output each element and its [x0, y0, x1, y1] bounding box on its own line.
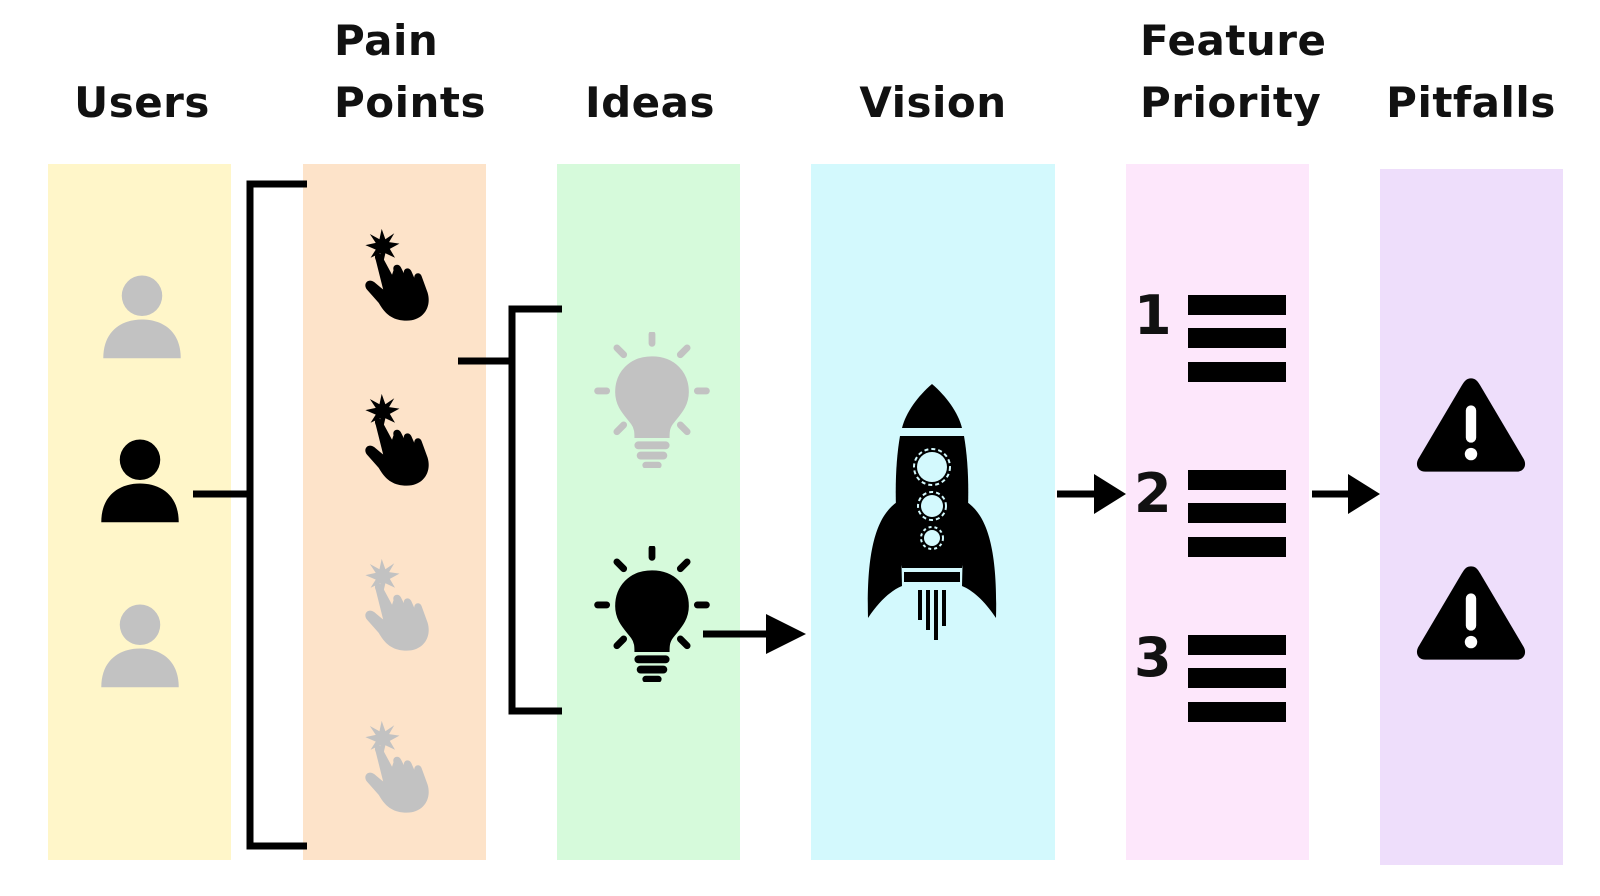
rocket-icon [867, 384, 997, 640]
idea-to-vision-arrow [703, 614, 806, 654]
users-pain-bracket [193, 180, 307, 850]
pain-point-icon-active-1 [365, 228, 429, 321]
user-icon-inactive-2 [101, 604, 179, 688]
priority-number-2: 2 [1134, 462, 1172, 525]
user-icon-inactive-1 [103, 275, 181, 359]
pain-ideas-bracket [458, 305, 562, 715]
pain-point-icon-inactive-2 [365, 720, 429, 813]
warning-icon-2 [1416, 566, 1526, 660]
pain-point-icon-inactive-1 [365, 558, 429, 651]
idea-bulb-icon-inactive [598, 334, 707, 468]
priority-list-icon-2 [1188, 470, 1286, 557]
priority-number-3: 3 [1134, 626, 1172, 689]
pain-point-icon-active-2 [365, 393, 429, 486]
priority-list-icon-1 [1188, 295, 1286, 382]
users-label: Users [74, 78, 210, 127]
pitfalls-column [1380, 169, 1563, 865]
pitfalls-label: Pitfalls [1386, 78, 1556, 127]
priority-number-1: 1 [1134, 284, 1172, 347]
ideas-label: Ideas [584, 78, 716, 127]
idea-bulb-icon-active [598, 548, 707, 682]
priority-list-icon-3 [1188, 635, 1286, 722]
vision-label: Vision [859, 78, 1007, 127]
warning-icon-1 [1416, 378, 1526, 472]
vision-to-feature-arrow [1057, 474, 1126, 514]
user-icon-active [101, 439, 179, 523]
feature-to-pitfalls-arrow [1312, 474, 1380, 514]
ideas-column [557, 164, 740, 860]
